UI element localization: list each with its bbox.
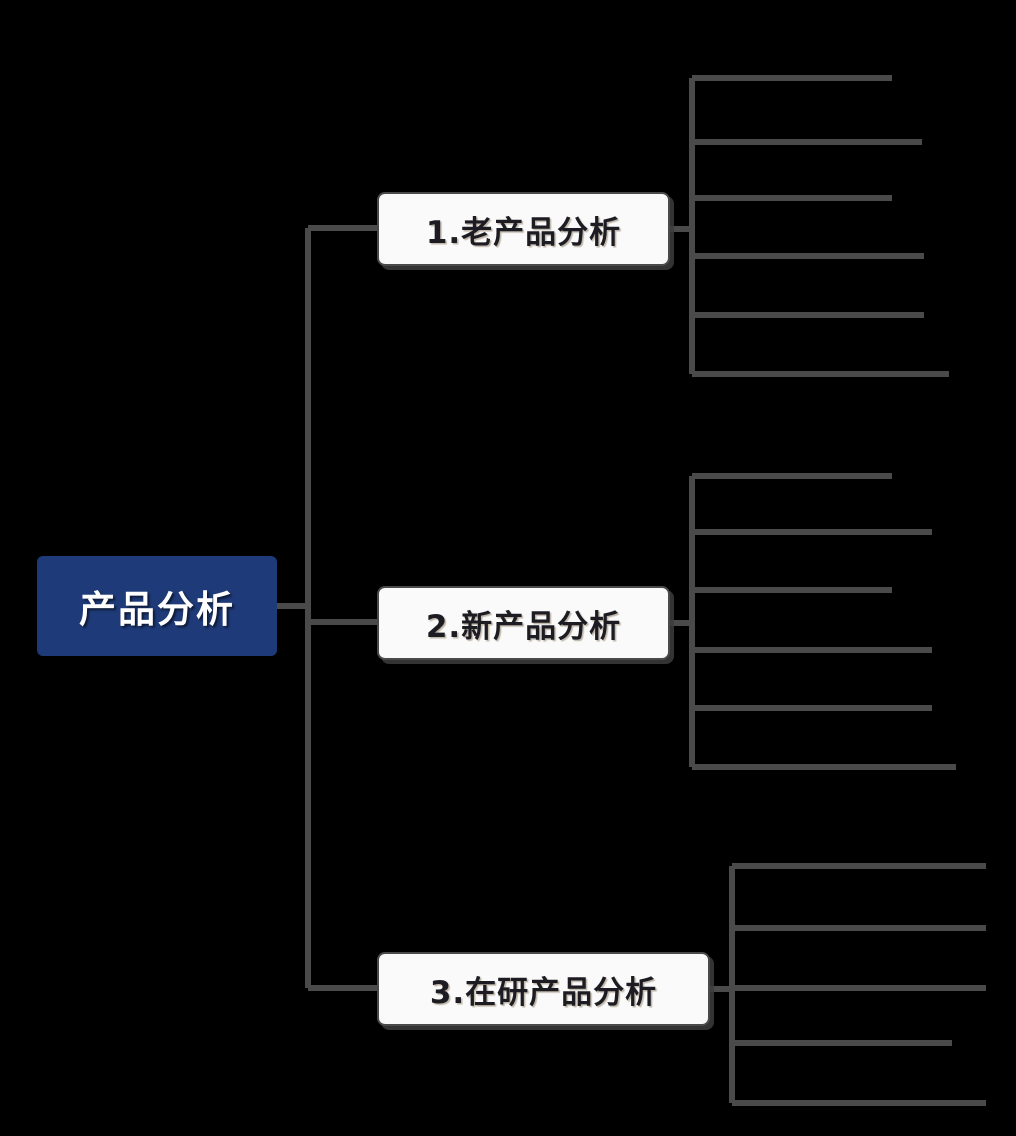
branch-node-2[interactable]: 2.新产品分析 — [377, 586, 670, 660]
root-node-label: 产品分析 — [79, 588, 235, 631]
branch-node-2-label: 2.新产品分析 — [425, 608, 622, 645]
branch-node-3-label: 3.在研产品分析 — [429, 974, 658, 1011]
branch-node-1-label: 1.老产品分析 — [425, 214, 622, 251]
branch-node-3[interactable]: 3.在研产品分析 — [377, 952, 710, 1026]
branch-node-1[interactable]: 1.老产品分析 — [377, 192, 670, 266]
root-node[interactable]: 产品分析 — [37, 556, 277, 656]
